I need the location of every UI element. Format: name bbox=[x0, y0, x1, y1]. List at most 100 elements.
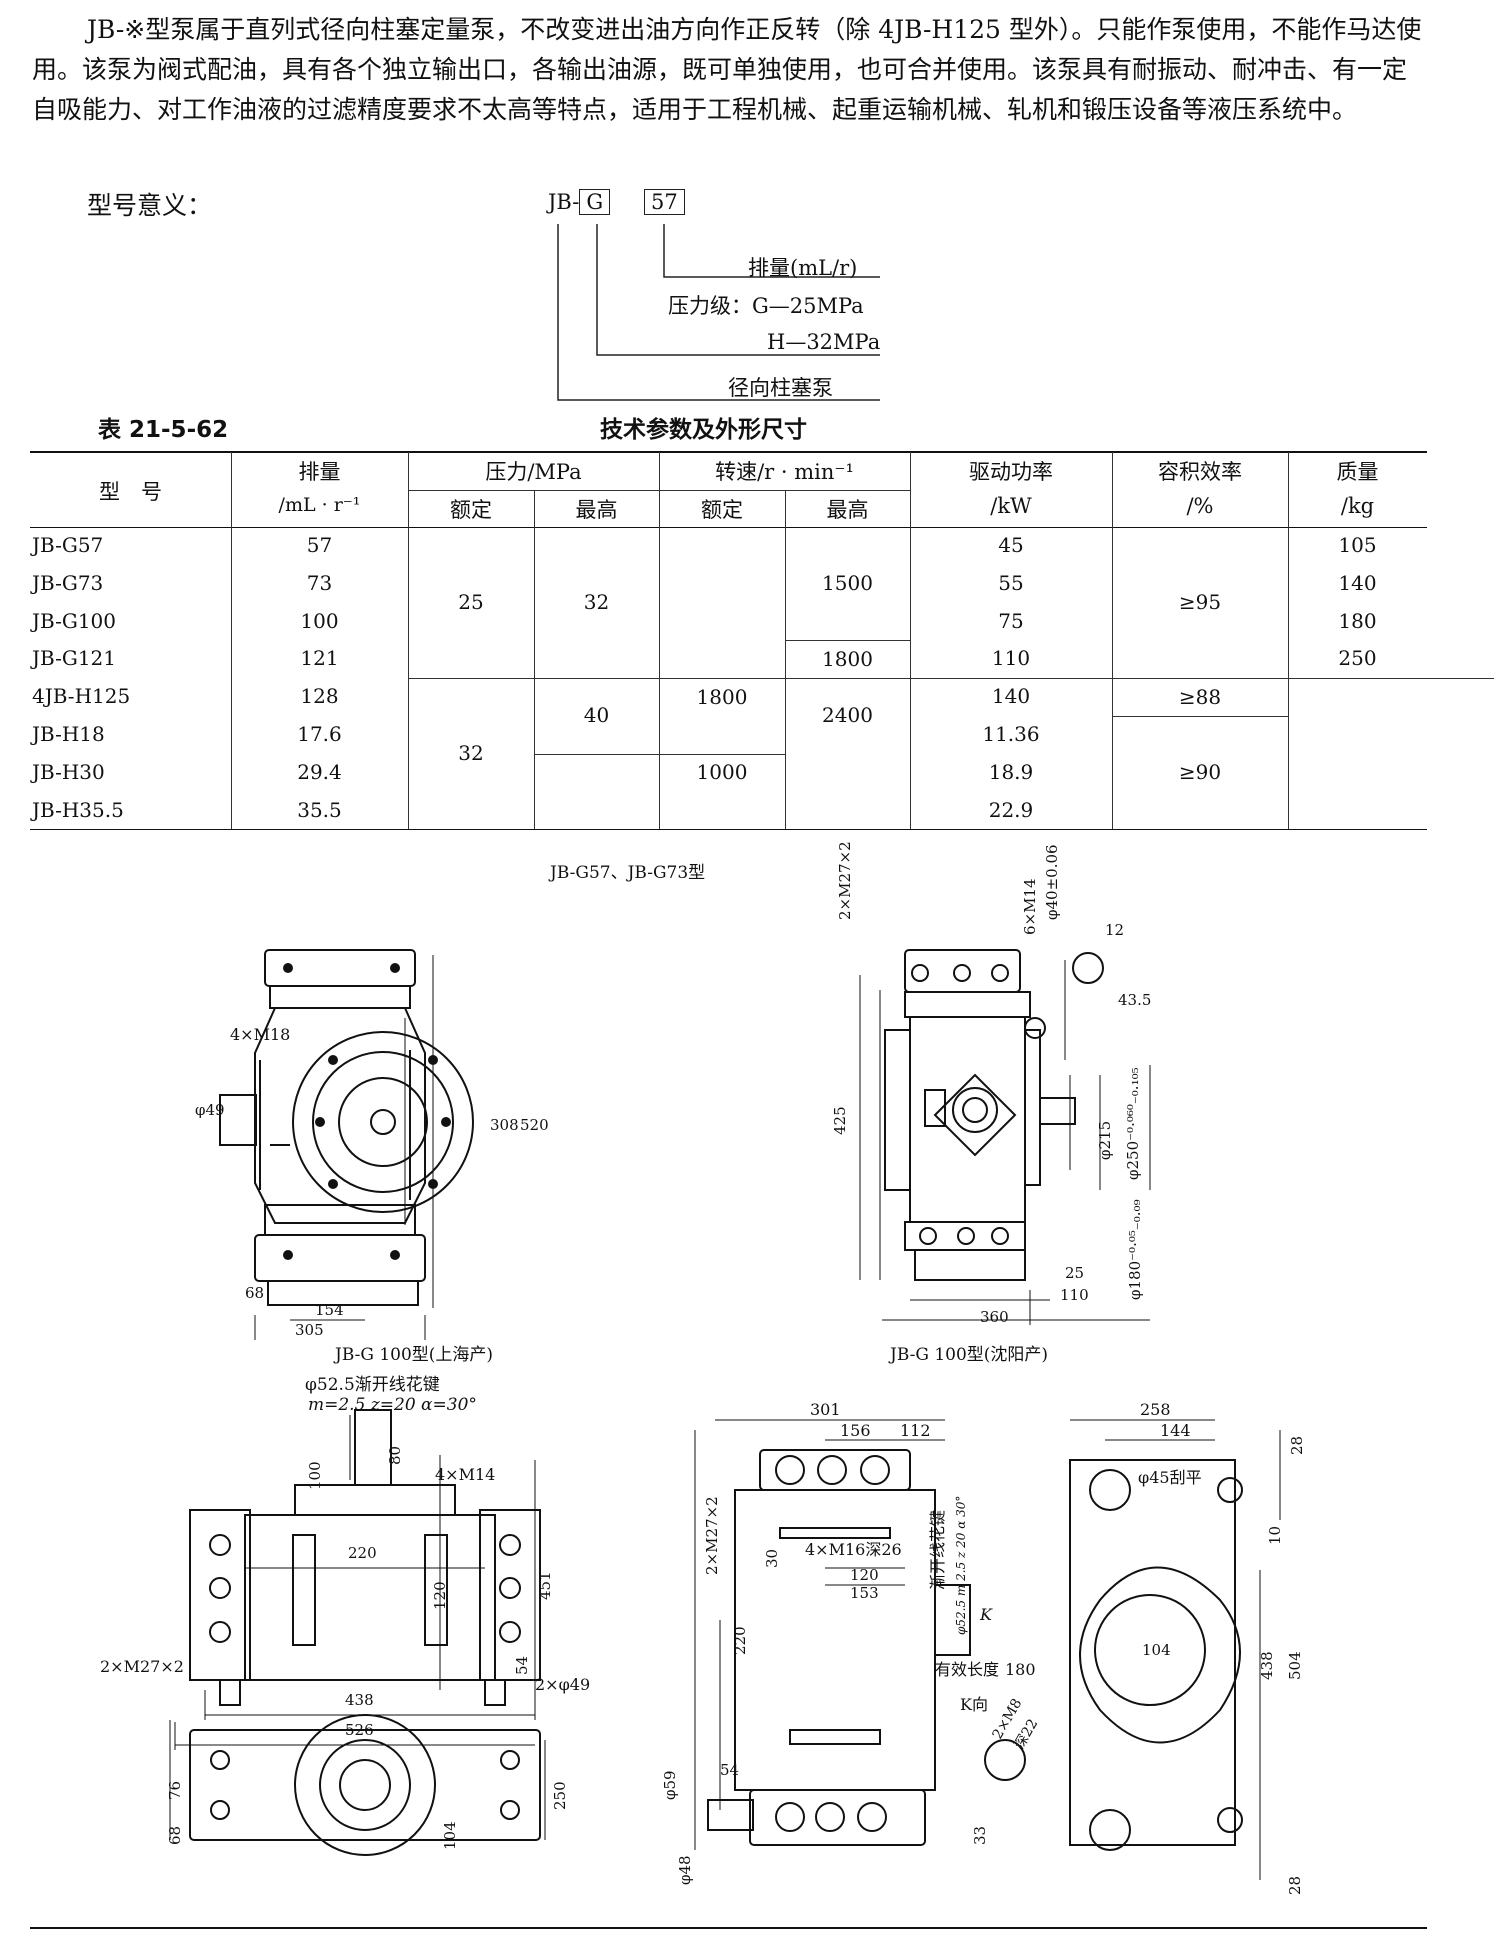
dim-d-m16: 4×M16深26 bbox=[805, 1540, 902, 1559]
cell-power: 55 bbox=[998, 570, 1024, 595]
header-displacement: 排量 bbox=[298, 460, 341, 484]
cell-power: 110 bbox=[991, 646, 1031, 671]
dim-d-w112: 112 bbox=[900, 1421, 931, 1440]
cell-mass: 140 bbox=[1338, 570, 1377, 595]
dim-d-spline-dim: φ52.5 m 2.5 z 20 α 30° bbox=[954, 1496, 968, 1635]
cell-power: 18.9 bbox=[988, 759, 1034, 784]
dim-d-h28b: 28 bbox=[1286, 1876, 1304, 1895]
cell-eff-95: ≥95 bbox=[1178, 590, 1222, 614]
header-power: 驱动功率 bbox=[969, 460, 1053, 484]
dim-d-w120: 120 bbox=[850, 1566, 879, 1584]
dim-c-spline: φ52.5渐开线花键 bbox=[305, 1375, 440, 1395]
dim-c-d49: 2×φ49 bbox=[535, 1675, 590, 1694]
dim-d-h10: 10 bbox=[1266, 1526, 1284, 1545]
table-top-rule bbox=[30, 451, 1427, 453]
table-header-rule bbox=[30, 527, 1427, 528]
cell-model: JB-G57 bbox=[32, 533, 104, 557]
header-speed: 转速/r · min⁻¹ bbox=[715, 460, 854, 484]
header-pressure-max: 最高 bbox=[575, 498, 618, 522]
cell-power: 45 bbox=[998, 533, 1024, 557]
dim-c-m14: 4×M14 bbox=[435, 1465, 495, 1484]
drawing-jb-g57-side: 2×M27×2 φ40±0.06 6×M14 12 43.5 425 φ215 … bbox=[820, 841, 1240, 1335]
displacement-code-box: 57 bbox=[644, 189, 685, 215]
dim-d-eff-len: 有效长度 bbox=[935, 1660, 999, 1679]
cell-speed-rated-1000: 1000 bbox=[696, 760, 748, 784]
cell-model: JB-H30 bbox=[32, 759, 105, 784]
dim-a-w305: 305 bbox=[295, 1321, 324, 1339]
dim-d-d104: 104 bbox=[1142, 1641, 1171, 1659]
pressure-note-h: H—32MPa bbox=[767, 330, 881, 354]
cell-eff-88: ≥88 bbox=[1178, 685, 1222, 709]
dim-b-d250: φ250⁻⁰·⁰⁶⁰₋₀.₁₀₅ bbox=[1124, 1067, 1142, 1180]
dim-c-h80: 80 bbox=[386, 1446, 404, 1465]
cell-pressure-max-g: 32 bbox=[583, 590, 610, 614]
table-bottom-rule bbox=[30, 829, 1427, 830]
pressure-note: 压力级：G—25MPa bbox=[668, 294, 864, 318]
figure-caption-shanghai: JB-G 100型(上海产) bbox=[335, 1345, 494, 1365]
cell-pressure-max-h: 40 bbox=[583, 703, 610, 727]
header-sub-rule bbox=[408, 490, 910, 491]
dim-c-h54: 54 bbox=[513, 1656, 531, 1675]
dim-a-d49: φ49 bbox=[195, 1101, 225, 1119]
dim-c-w526: 526 bbox=[345, 1721, 374, 1739]
model-prefix: JB-G bbox=[548, 189, 611, 215]
dim-d-l180: 180 bbox=[1005, 1660, 1036, 1679]
body-rule bbox=[1112, 716, 1288, 717]
header-speed-rated: 额定 bbox=[701, 498, 743, 522]
col-sep bbox=[1112, 452, 1113, 829]
body-rule bbox=[408, 678, 1494, 679]
cell-model: JB-G73 bbox=[32, 570, 104, 595]
drawing-jb-g100-shenyang: 301 156 112 258 144 28 2×M27×2 4×M16深26 … bbox=[660, 1380, 1320, 1900]
cell-model: 4JB-H125 bbox=[32, 684, 131, 709]
dim-c-spline-params: m=2.5 z=20 α=30° bbox=[308, 1395, 477, 1415]
model-prefix-text: JB- bbox=[548, 190, 580, 214]
header-displacement-unit: /mL · r⁻¹ bbox=[278, 494, 361, 516]
displacement-note: 排量(mL/r) bbox=[748, 256, 858, 280]
dim-c-h250: 250 bbox=[551, 1781, 569, 1810]
dim-d-d45: φ45刮平 bbox=[1138, 1468, 1202, 1487]
dim-a-w154: 154 bbox=[315, 1301, 344, 1319]
cell-mass: 105 bbox=[1338, 533, 1377, 557]
cell-displacement: 35.5 bbox=[297, 797, 342, 822]
cell-pressure-rated-h: 32 bbox=[458, 741, 484, 765]
cell-displacement: 17.6 bbox=[297, 722, 342, 746]
dim-b-w360: 360 bbox=[980, 1308, 1009, 1326]
dim-d-h438: 438 bbox=[1258, 1651, 1276, 1680]
dim-b-m27: 2×M27×2 bbox=[836, 841, 854, 920]
dim-d-d48: φ48 bbox=[676, 1855, 694, 1885]
type-note: 径向柱塞泵 bbox=[728, 376, 833, 400]
dim-b-m14: 6×M14 bbox=[1021, 878, 1039, 935]
cell-mass: 250 bbox=[1338, 646, 1377, 671]
dim-d-h30: 30 bbox=[763, 1549, 781, 1568]
header-pressure: 压力/MPa bbox=[485, 460, 582, 484]
cell-model: JB-H35.5 bbox=[32, 797, 124, 822]
cell-eff-90: ≥90 bbox=[1178, 760, 1222, 784]
dim-d-m27: 2×M27×2 bbox=[703, 1496, 721, 1575]
dim-c-h76: 76 bbox=[166, 1781, 184, 1800]
dim-b-w25: 25 bbox=[1065, 1264, 1084, 1282]
dim-c-h68: 68 bbox=[166, 1826, 184, 1845]
cell-displacement: 100 bbox=[300, 608, 339, 633]
drawing-jb-g57-front: 4×M18 φ49 308 520 68 154 305 bbox=[195, 900, 620, 1340]
col-sep bbox=[534, 490, 535, 829]
cell-mass: 180 bbox=[1338, 608, 1377, 633]
dim-c-m27: 2×M27×2 bbox=[100, 1657, 184, 1676]
dim-d-w153: 153 bbox=[850, 1584, 879, 1602]
cell-displacement: 73 bbox=[306, 570, 333, 595]
dim-d-h504: 504 bbox=[1286, 1651, 1304, 1680]
cell-displacement: 29.4 bbox=[297, 759, 342, 784]
dim-b-h425: 425 bbox=[831, 1106, 849, 1135]
dim-b-d215: φ215 bbox=[1096, 1121, 1114, 1160]
col-sep bbox=[785, 490, 786, 829]
figure-caption-top: JB-G57、JB-G73型 bbox=[550, 863, 706, 883]
pressure-code-box: G bbox=[579, 189, 611, 215]
dim-a-w68: 68 bbox=[245, 1284, 264, 1302]
dim-b-w110: 110 bbox=[1060, 1286, 1089, 1304]
dim-d-deep22: 深22 bbox=[1012, 1716, 1042, 1752]
dim-a-h308: 308 bbox=[490, 1116, 519, 1134]
cell-power: 22.9 bbox=[988, 797, 1034, 822]
cell-displacement: 57 bbox=[306, 533, 333, 557]
cell-power: 140 bbox=[991, 684, 1031, 709]
dim-b-w12: 12 bbox=[1105, 921, 1124, 939]
model-meaning-label: 型号意义： bbox=[87, 191, 213, 220]
